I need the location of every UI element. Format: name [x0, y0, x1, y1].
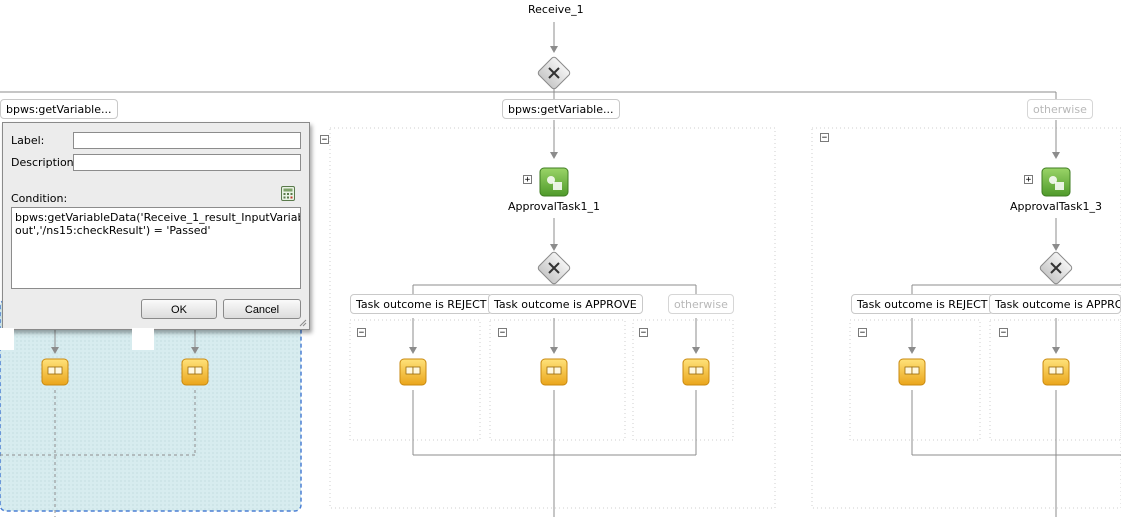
outcome-reject[interactable]: Task outcome is REJECT — [851, 294, 994, 314]
branch-condition-1[interactable]: bpws:getVariable... — [0, 99, 118, 119]
label-caption: Label: — [11, 134, 45, 147]
outcome-otherwise[interactable]: otherwise — [668, 294, 734, 314]
outcome-approve[interactable]: Task outcome is APPROVE — [989, 294, 1121, 314]
branch-condition-2[interactable]: bpws:getVariable... — [502, 99, 620, 119]
hidden-outcome-chip[interactable] — [0, 328, 14, 350]
selected-branch-region[interactable] — [0, 299, 302, 512]
assign-activity-icon[interactable] — [399, 358, 427, 386]
collapse-icon[interactable]: − — [357, 328, 366, 338]
branch-condition-otherwise[interactable]: otherwise — [1027, 99, 1093, 119]
assign-activity-icon[interactable] — [181, 358, 209, 386]
assign-activity-icon[interactable] — [1042, 358, 1070, 386]
collapse-icon[interactable]: − — [999, 328, 1008, 338]
approval-task-label: ApprovalTask1_3 — [1009, 200, 1103, 213]
collapse-icon[interactable]: − — [639, 328, 648, 338]
ok-button[interactable]: OK — [141, 299, 217, 319]
description-field[interactable] — [73, 154, 301, 171]
outcome-container-m3 — [632, 319, 734, 441]
approval-task-icon[interactable] — [1041, 167, 1071, 197]
outcome-reject[interactable]: Task outcome is REJECT — [350, 294, 493, 314]
condition-dialog: Label: Description: Condition: bpws:getV… — [2, 122, 310, 330]
assign-activity-icon[interactable] — [682, 358, 710, 386]
collapse-icon[interactable]: − — [320, 135, 329, 145]
branch-container-middle — [329, 127, 776, 509]
assign-activity-icon[interactable] — [898, 358, 926, 386]
cancel-button[interactable]: Cancel — [223, 299, 301, 319]
receive-node-label: Receive_1 — [528, 3, 584, 16]
gateway-middle[interactable] — [537, 251, 571, 285]
condition-caption: Condition: — [11, 192, 68, 205]
branch-container-right — [811, 127, 1121, 509]
outcome-container-r1 — [849, 319, 981, 441]
hidden-outcome-chip[interactable] — [132, 328, 154, 350]
outcome-container-m1 — [349, 319, 481, 441]
outcome-approve[interactable]: Task outcome is APPROVE — [488, 294, 643, 314]
label-field[interactable] — [73, 132, 301, 149]
approval-task-label: ApprovalTask1_1 — [507, 200, 601, 213]
gateway-right[interactable] — [1039, 251, 1073, 285]
condition-expression-field[interactable]: bpws:getVariableData('Receive_1_result_I… — [11, 207, 301, 289]
expression-builder-icon[interactable] — [281, 186, 295, 201]
expand-icon[interactable]: + — [523, 175, 532, 185]
approval-task-icon[interactable] — [539, 167, 569, 197]
gateway-top[interactable] — [537, 56, 571, 90]
collapse-icon[interactable]: − — [498, 328, 507, 338]
expand-icon[interactable]: + — [1024, 175, 1033, 185]
collapse-icon[interactable]: − — [820, 133, 829, 143]
assign-activity-icon[interactable] — [41, 358, 69, 386]
assign-activity-icon[interactable] — [540, 358, 568, 386]
collapse-icon[interactable]: − — [858, 328, 867, 338]
resize-grip-icon[interactable] — [299, 319, 307, 327]
description-caption: Description: — [11, 156, 78, 169]
